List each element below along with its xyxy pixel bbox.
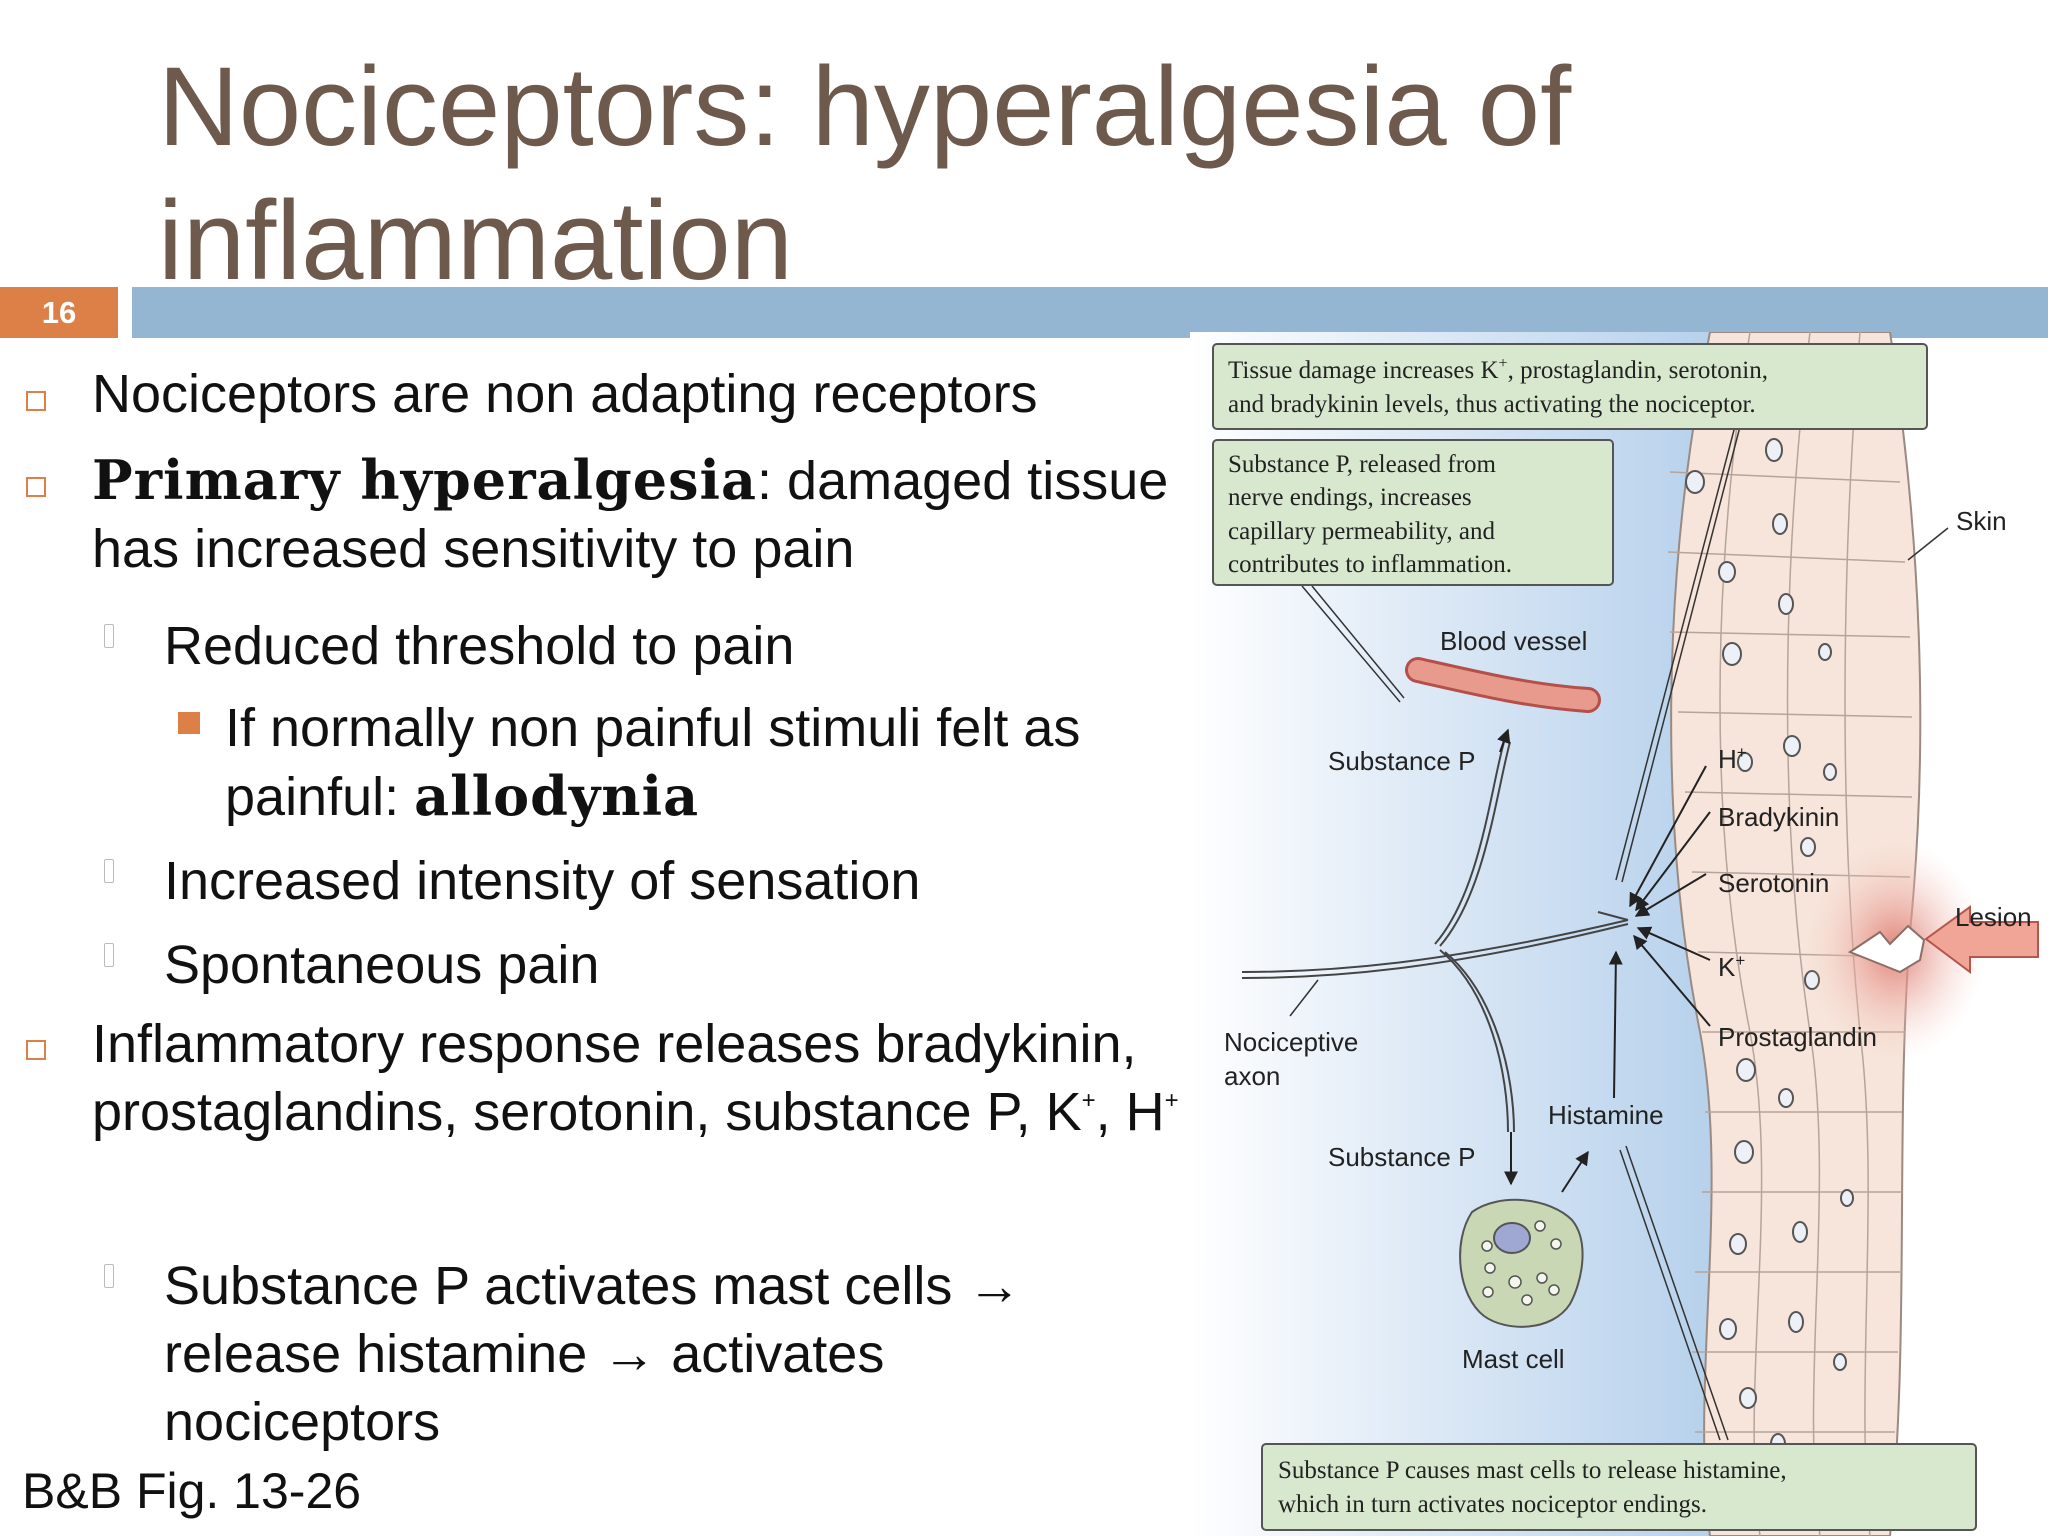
allodynia-text: If normally non painful stimuli felt as …: [225, 698, 1081, 827]
callout-substance-p-line4: contributes to inflammation.: [1228, 551, 1512, 578]
substance-p-up-arrow: [1497, 728, 1511, 753]
bullet-marker: [26, 477, 46, 497]
bullet-increased-intensity: Increased intensity of sensation: [164, 851, 921, 911]
callout-histamine-line2: which in turn activates nociceptor endin…: [1278, 1491, 1707, 1518]
lesion-wound: [1847, 924, 1926, 974]
label-k-plus: K+: [1718, 951, 1745, 982]
label-h-plus: H+: [1718, 743, 1747, 774]
callout-tissue-damage-line2: and bradykinin levels, thus activating t…: [1228, 391, 1756, 418]
mast-cell-granules: [1481, 1220, 1562, 1306]
label-substance-p-top: Substance P: [1328, 746, 1475, 776]
skin-cell-nuclei: [1685, 438, 1854, 1493]
callout-substance-p-line3: capillary permeability, and: [1228, 518, 1496, 545]
interstitial-space: [1190, 332, 1712, 1536]
bullet-reduced-threshold: Reduced threshold to pain: [164, 616, 795, 676]
blood-vessel: [1408, 660, 1598, 710]
callout-leaders: [1301, 387, 1751, 1441]
k-superscript: +: [1081, 1087, 1096, 1114]
nociceptive-axon: [1241, 741, 1629, 1133]
sub-bullet-marker: [104, 859, 114, 883]
title-rule: [132, 287, 2048, 338]
axon-leader: [1289, 979, 1319, 1017]
callout-histamine: [1261, 1443, 1977, 1531]
label-skin: Skin: [1956, 506, 2007, 536]
callout-histamine-line1: Substance P causes mast cells to release…: [1278, 1457, 1787, 1484]
histamine-arrow-to-nerve: [1608, 950, 1623, 1099]
label-substance-p-bottom: Substance P: [1328, 1142, 1475, 1172]
callout-substance-p: [1212, 439, 1614, 586]
histamine-arrow-from-mast-cell: [1561, 1150, 1589, 1193]
mast-cell: [1459, 1198, 1584, 1328]
label-histamine: Histamine: [1548, 1100, 1664, 1130]
label-axon: axon: [1224, 1061, 1280, 1091]
h-superscript: +: [1164, 1087, 1179, 1114]
figure-caption: B&B Fig. 13-26: [22, 1463, 362, 1519]
bullet-non-adapting: Nociceptors are non adapting receptors: [92, 364, 1038, 424]
callout-substance-p-line2: nerve endings, increases: [1228, 484, 1472, 511]
bullet-inflammatory-response: Inflammatory response releases bradykini…: [92, 1010, 1182, 1146]
label-bradykinin: Bradykinin: [1718, 802, 1839, 832]
label-mast-cell: Mast cell: [1462, 1344, 1565, 1374]
term-allodynia: allodynia: [414, 764, 700, 828]
term-primary-hyperalgesia: Primary hyperalgesia: [92, 448, 758, 512]
label-lesion: Lesion: [1955, 902, 2032, 932]
bullet-primary-hyperalgesia: Primary hyperalgesia: damaged tissue has…: [92, 446, 1182, 583]
sub-bullet-marker: [104, 943, 114, 967]
label-prostaglandin: Prostaglandin: [1718, 1022, 1877, 1052]
mast-cell-nucleus: [1493, 1222, 1531, 1254]
slide-number: 16: [0, 287, 118, 338]
label-nociceptive: Nociceptive: [1224, 1027, 1358, 1057]
bullet-substance-p-mast-cells: Substance P activates mast cells → relea…: [164, 1256, 1022, 1452]
skin-leader: [1907, 527, 1949, 561]
slide-title: Nociceptors: hyperalgesia of inflammatio…: [158, 44, 1572, 303]
sub-bullet-marker: [104, 624, 114, 648]
nociceptor-inflammation-figure: Lesion Skin Blood vessel Nociceptive axo…: [1190, 332, 2048, 1536]
figure-svg: Lesion Skin Blood vessel Nociceptive axo…: [1190, 332, 2039, 1536]
callout-substance-p-line1: Substance P, released from: [1228, 451, 1497, 478]
inflammatory-text: Inflammatory response releases bradykini…: [92, 1014, 1137, 1142]
sub-sub-bullet-marker: [178, 712, 200, 734]
bullet-allodynia: If normally non painful stimuli felt as …: [225, 694, 1165, 831]
lesion-arrow: [1924, 905, 2039, 974]
inflammatory-separator: , H: [1095, 1082, 1165, 1142]
label-serotonin: Serotonin: [1718, 868, 1829, 898]
sub-bullet-marker: [104, 1264, 114, 1288]
primary-hyperalgesia-definition: : damaged tissue has increased sensitivi…: [92, 451, 1169, 579]
callout-tissue-damage-line1: Tissue damage increases K+, prostaglandi…: [1228, 355, 1768, 384]
bullet-marker: [26, 1040, 46, 1060]
label-blood-vessel: Blood vessel: [1440, 626, 1587, 656]
bullet-spontaneous-pain: Spontaneous pain: [164, 935, 600, 995]
bullet-marker: [26, 391, 46, 411]
callout-tissue-damage: [1212, 343, 1928, 430]
mediator-arrows: [1629, 765, 1711, 1027]
